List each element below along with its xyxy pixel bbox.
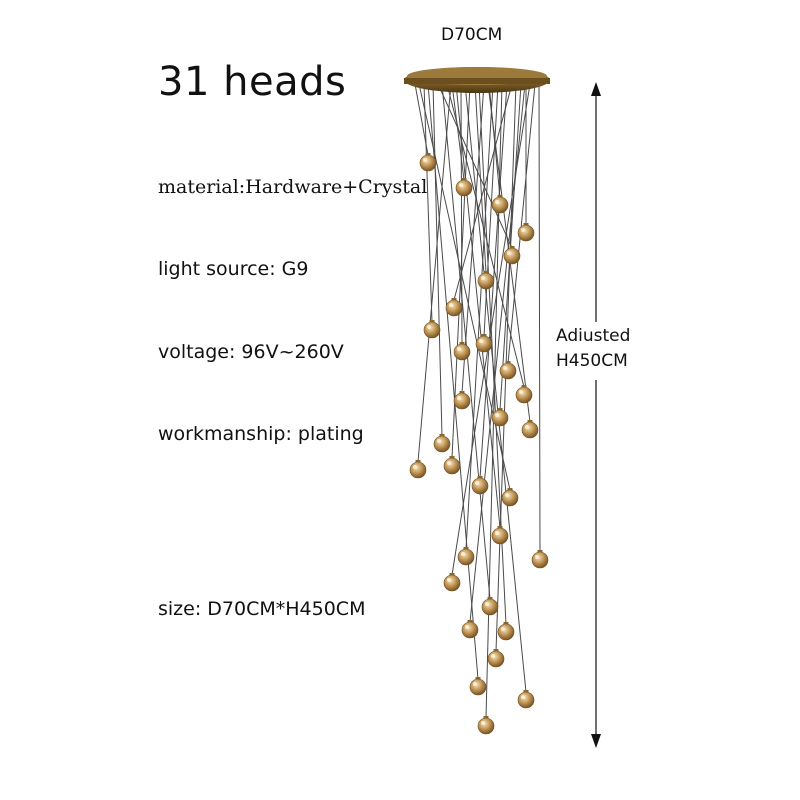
crystal-heads: [409, 153, 549, 735]
crystal-head: [491, 408, 509, 427]
pendant-wire: [507, 83, 536, 364]
pendant-wire: [538, 83, 541, 553]
crystal-head: [453, 391, 471, 410]
crystal-head: [491, 195, 509, 214]
heads-count-title: 31 heads: [158, 59, 347, 105]
crystal-head: [443, 456, 461, 475]
crystal-head: [443, 573, 461, 592]
spec-size: size: D70CM*H450CM: [158, 598, 366, 620]
pendant-wire: [446, 83, 525, 388]
height-dimension-arrow: [591, 82, 601, 748]
crystal-head: [531, 550, 549, 569]
pendant-wire: [464, 83, 527, 693]
crystal-head: [469, 677, 487, 696]
spec-workmanship: workmanship: plating: [158, 423, 364, 445]
crystal-head: [499, 361, 517, 380]
height-label-line1: Adiusted: [556, 326, 631, 346]
crystal-head: [457, 547, 475, 566]
pendant-wire: [453, 83, 513, 301]
pendant-wire: [427, 83, 479, 680]
crystal-head: [409, 460, 427, 479]
pendant-wire: [465, 83, 494, 550]
spec-voltage: voltage: 96V~260V: [158, 341, 344, 363]
crystal-head: [445, 298, 463, 317]
crystal-head: [497, 622, 515, 641]
crystal-head: [481, 597, 499, 616]
pendant-wire: [423, 83, 433, 323]
height-label-line2: H450CM: [556, 351, 628, 371]
pendant-wire: [469, 83, 526, 623]
crystal-head: [501, 488, 519, 507]
pendant-wire: [417, 83, 452, 463]
crystal-head: [433, 434, 451, 453]
crystal-head: [487, 649, 505, 668]
crystal-head: [515, 385, 533, 404]
pendant-wire: [451, 83, 465, 181]
canopy-diameter-label: D70CM: [441, 25, 503, 45]
crystal-head: [517, 223, 535, 242]
crystal-head: [477, 716, 495, 735]
crystal-head: [521, 420, 539, 439]
pendant-wire: [437, 83, 513, 249]
pendant-wire: [441, 83, 491, 600]
spec-material: material:Hardware+Crystal: [158, 176, 428, 198]
crystal-head: [477, 271, 495, 290]
crystal-head: [503, 246, 521, 265]
crystal-head: [419, 153, 437, 172]
adjusted-height-label: Adiusted H450CM: [556, 324, 630, 374]
crystal-head: [423, 320, 441, 339]
crystal-head: [517, 690, 535, 709]
crystal-head: [453, 342, 471, 361]
crystal-head: [491, 526, 509, 545]
crystal-head: [471, 476, 489, 495]
crystal-head: [461, 620, 479, 639]
crystal-head: [455, 178, 473, 197]
pendant-wire: [432, 83, 443, 437]
ceiling-canopy: [404, 67, 550, 93]
spec-light-source: light source: G9: [158, 258, 309, 280]
crystal-head: [475, 334, 493, 353]
